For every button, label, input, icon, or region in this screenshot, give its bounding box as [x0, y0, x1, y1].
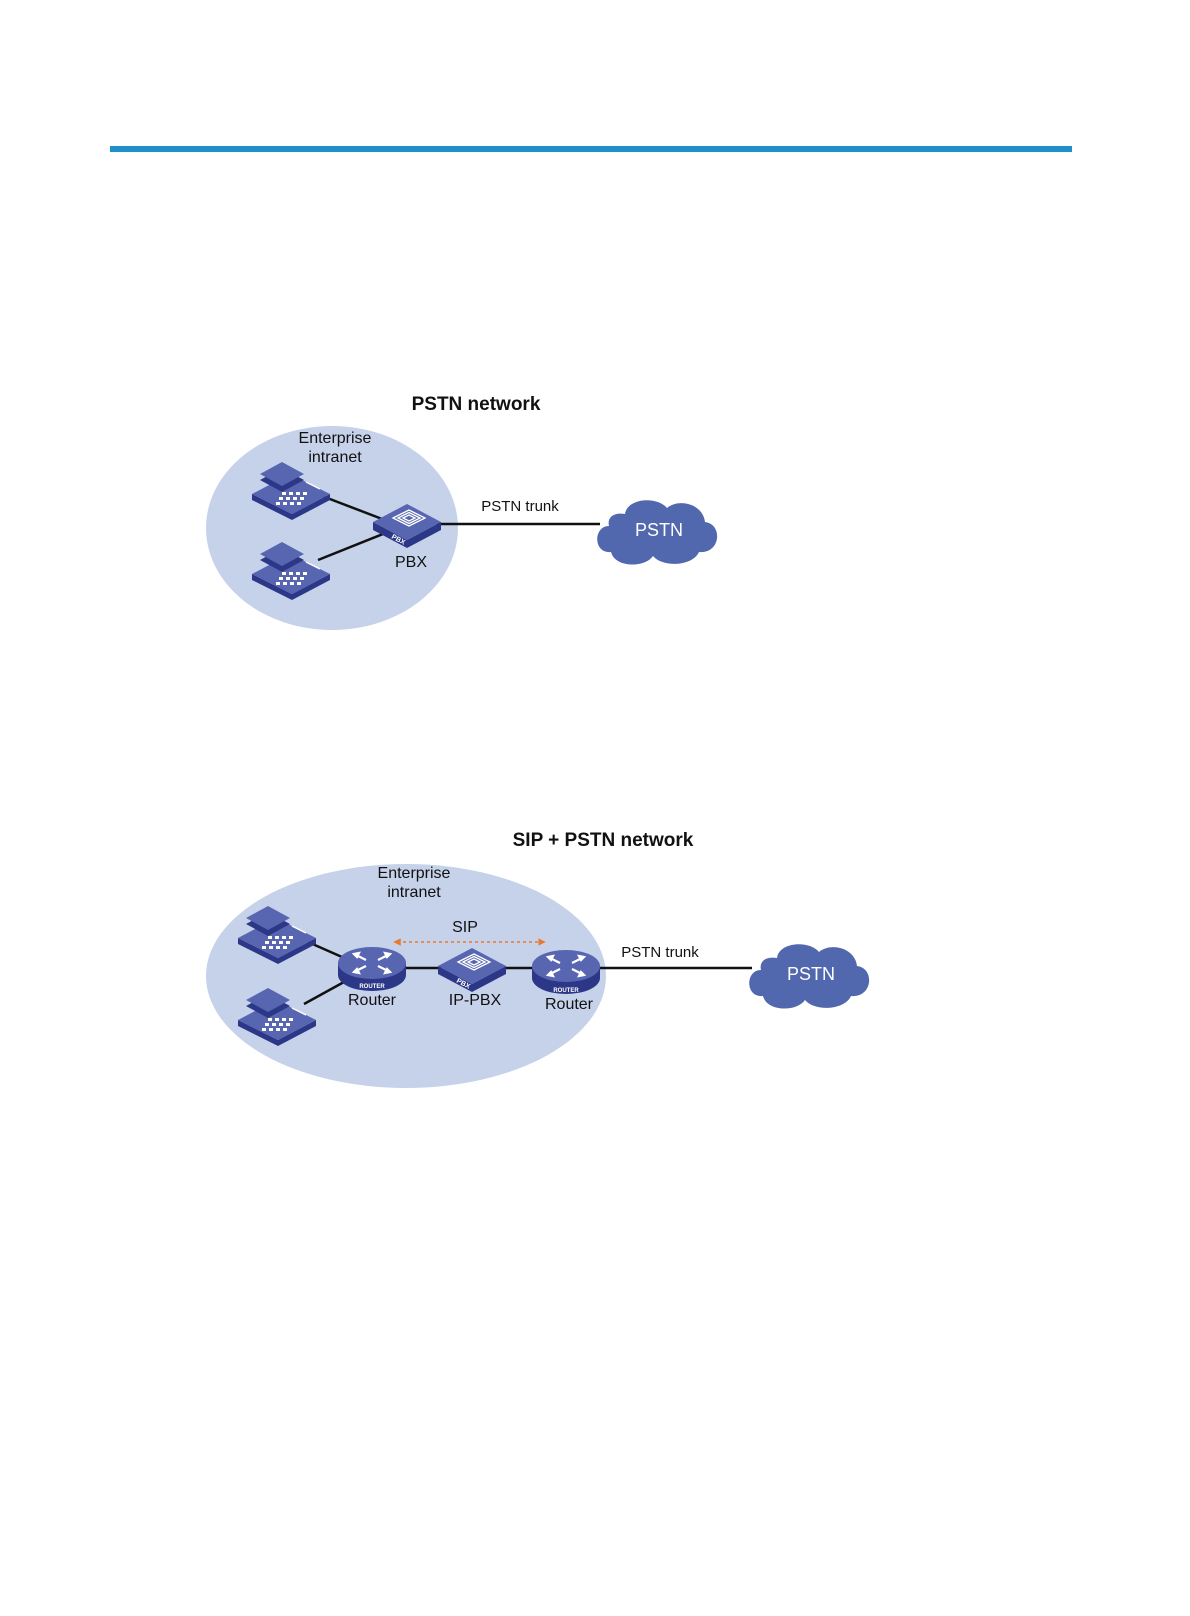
zone-label-line1: Enterprise [299, 430, 372, 447]
router2-label: Router [545, 996, 594, 1013]
diagram1-title: PSTN network [412, 394, 541, 415]
pstn-cloud-label: PSTN [787, 964, 835, 984]
router-device-text: ROUTER [553, 988, 579, 994]
ippbx-label: IP-PBX [449, 992, 502, 1009]
diagram-pstn-network: PSTN network Enterprise intranet PBX PBX… [206, 394, 717, 630]
zone-label-line1: Enterprise [378, 865, 451, 882]
router-device-text: ROUTER [359, 984, 385, 990]
router1-label: Router [348, 992, 397, 1009]
pstn-trunk-label: PSTN trunk [481, 498, 559, 515]
router-icon: ROUTER [532, 950, 600, 994]
diagram-sip-pstn-network: SIP + PSTN network Enterprise intranet S… [206, 830, 869, 1088]
pbx-label: PBX [395, 554, 427, 571]
zone-label-line2: intranet [308, 449, 362, 466]
router-icon: ROUTER [338, 947, 406, 991]
zone-label-line2: intranet [387, 884, 441, 901]
pstn-trunk-label: PSTN trunk [621, 944, 699, 961]
sip-label: SIP [452, 919, 478, 936]
diagram2-title: SIP + PSTN network [513, 830, 694, 851]
pstn-cloud-label: PSTN [635, 520, 683, 540]
